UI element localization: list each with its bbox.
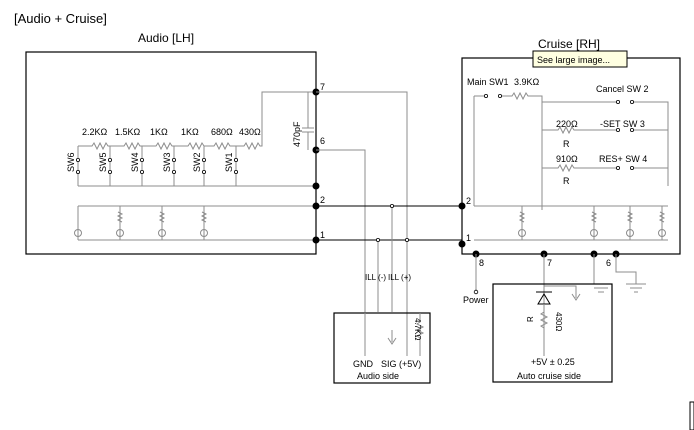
cruise-pin-1-node	[458, 240, 466, 248]
audio-ladder	[77, 91, 315, 187]
audio-sw6: SW6	[66, 152, 76, 172]
audio-sw4: SW4	[130, 152, 140, 172]
audio-pin-2: 2	[320, 195, 325, 205]
audio-res-2: 1.5KΩ	[115, 127, 141, 137]
cruise-header: Cruise [RH]	[538, 37, 600, 51]
see-large-image-tooltip[interactable]: See large image...	[532, 50, 628, 68]
power-label: Power	[463, 295, 489, 305]
cruise-r1: R	[563, 139, 570, 149]
audio-res-3: 1KΩ	[150, 127, 168, 137]
cruise-pin-7: 7	[547, 258, 552, 268]
ill-plus-label: ILL (+)	[388, 273, 411, 282]
cruise-pin-8: 8	[479, 258, 484, 268]
audio-res-1: 2.2KΩ	[82, 127, 108, 137]
audio-pin-1: 1	[320, 230, 325, 240]
audio-side-circuit	[364, 313, 425, 356]
cancel-sw-contact-b	[630, 100, 635, 105]
cruise-pin-6: 6	[606, 258, 611, 268]
cruise-main-sw: Main SW1	[467, 77, 509, 87]
cruise-pin-2: 2	[466, 196, 471, 206]
cruise-pin-1: 1	[466, 233, 471, 243]
cruise-side-supply: +5V ± 0.25	[531, 357, 575, 367]
audio-node-186	[312, 182, 320, 190]
audio-side-gnd: GND	[353, 359, 374, 369]
cruise-external-wires	[475, 254, 646, 356]
audio-side-caption: Audio side	[357, 371, 399, 381]
audio-capacitor-label: 470pF	[292, 121, 302, 147]
cruise-res-sw: RES+ SW 4	[599, 154, 647, 164]
cruise-side-caption: Auto cruise side	[517, 371, 581, 381]
audio-res-6: 430Ω	[239, 127, 261, 137]
audio-res-4: 1KΩ	[181, 127, 199, 137]
cruise-r2: R	[563, 176, 570, 186]
audio-sw5: SW5	[98, 152, 108, 172]
cancel-sw-contact-a	[616, 100, 621, 105]
cruise-side-circuit	[536, 291, 552, 356]
tooltip-text: See large image...	[537, 55, 610, 65]
audio-sw1: SW1	[224, 152, 234, 172]
cruise-res-res: 910Ω	[556, 154, 578, 164]
scrollbar-edge[interactable]	[689, 401, 694, 430]
audio-lamp-row	[74, 205, 315, 241]
cruise-cancel-sw: Cancel SW 2	[596, 84, 649, 94]
audio-switch-contacts	[76, 157, 238, 174]
audio-side-res: 4.7KΩ	[413, 318, 422, 340]
cruise-side-box	[492, 283, 613, 383]
ill-plus-tap	[389, 203, 394, 208]
cruise-set-res: 220Ω	[556, 119, 578, 129]
cruise-pin-2-node	[458, 202, 466, 210]
audio-sw2: SW2	[192, 152, 202, 172]
audio-header: Audio [LH]	[138, 31, 194, 45]
cruise-lamp-row	[474, 205, 668, 240]
cruise-switch-network	[473, 91, 669, 241]
audio-pin-6: 6	[320, 136, 325, 146]
power-terminal	[473, 289, 479, 295]
res-sw-contact-b	[630, 165, 635, 170]
audio-res-5: 680Ω	[211, 127, 233, 137]
audio-pin-7: 7	[320, 82, 325, 92]
audio-side-box	[333, 312, 431, 384]
cruise-side-res: 430Ω	[554, 312, 563, 331]
ill-minus-tap	[375, 237, 380, 242]
diagram-title: [Audio + Cruise]	[14, 11, 107, 26]
cruise-side-r: R	[526, 316, 535, 322]
set-sw-contact-a	[616, 127, 621, 132]
res-sw-contact-a	[616, 165, 621, 170]
cruise-set-sw: -SET SW 3	[600, 119, 645, 129]
sig-tap	[404, 237, 409, 242]
audio-side-sig: SIG (+5V)	[381, 359, 421, 369]
main-sw-contact-b	[497, 94, 502, 99]
audio-sw3: SW3	[162, 152, 172, 172]
interconnect-wires	[316, 91, 462, 330]
ill-minus-label: ILL (-)	[365, 273, 386, 282]
main-sw-contact-a	[483, 94, 488, 99]
cruise-main-res: 3.9KΩ	[514, 77, 540, 87]
audio-capacitor	[302, 92, 314, 150]
set-sw-contact-b	[630, 127, 635, 132]
